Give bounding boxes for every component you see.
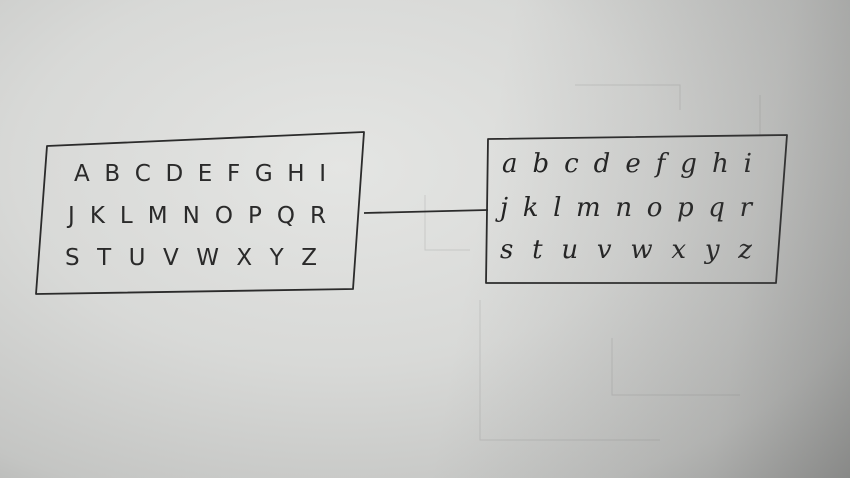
lowercase-row-2: j k l m n o p q r [495, 193, 754, 223]
lowercase-row-3: s t u v w x y z [500, 235, 752, 265]
uppercase-row-1: A B C D E F G H I [74, 161, 326, 187]
connector-line [363, 209, 489, 214]
paper-show-through [424, 84, 761, 441]
uppercase-row-2: J K L M N O P Q R [66, 203, 326, 229]
uppercase-box-outline [35, 131, 365, 295]
lowercase-box-outline [485, 134, 788, 284]
uppercase-row-3: S T U V W X Y Z [65, 245, 317, 271]
lowercase-row-1: a b c d e f g h i [502, 149, 752, 179]
